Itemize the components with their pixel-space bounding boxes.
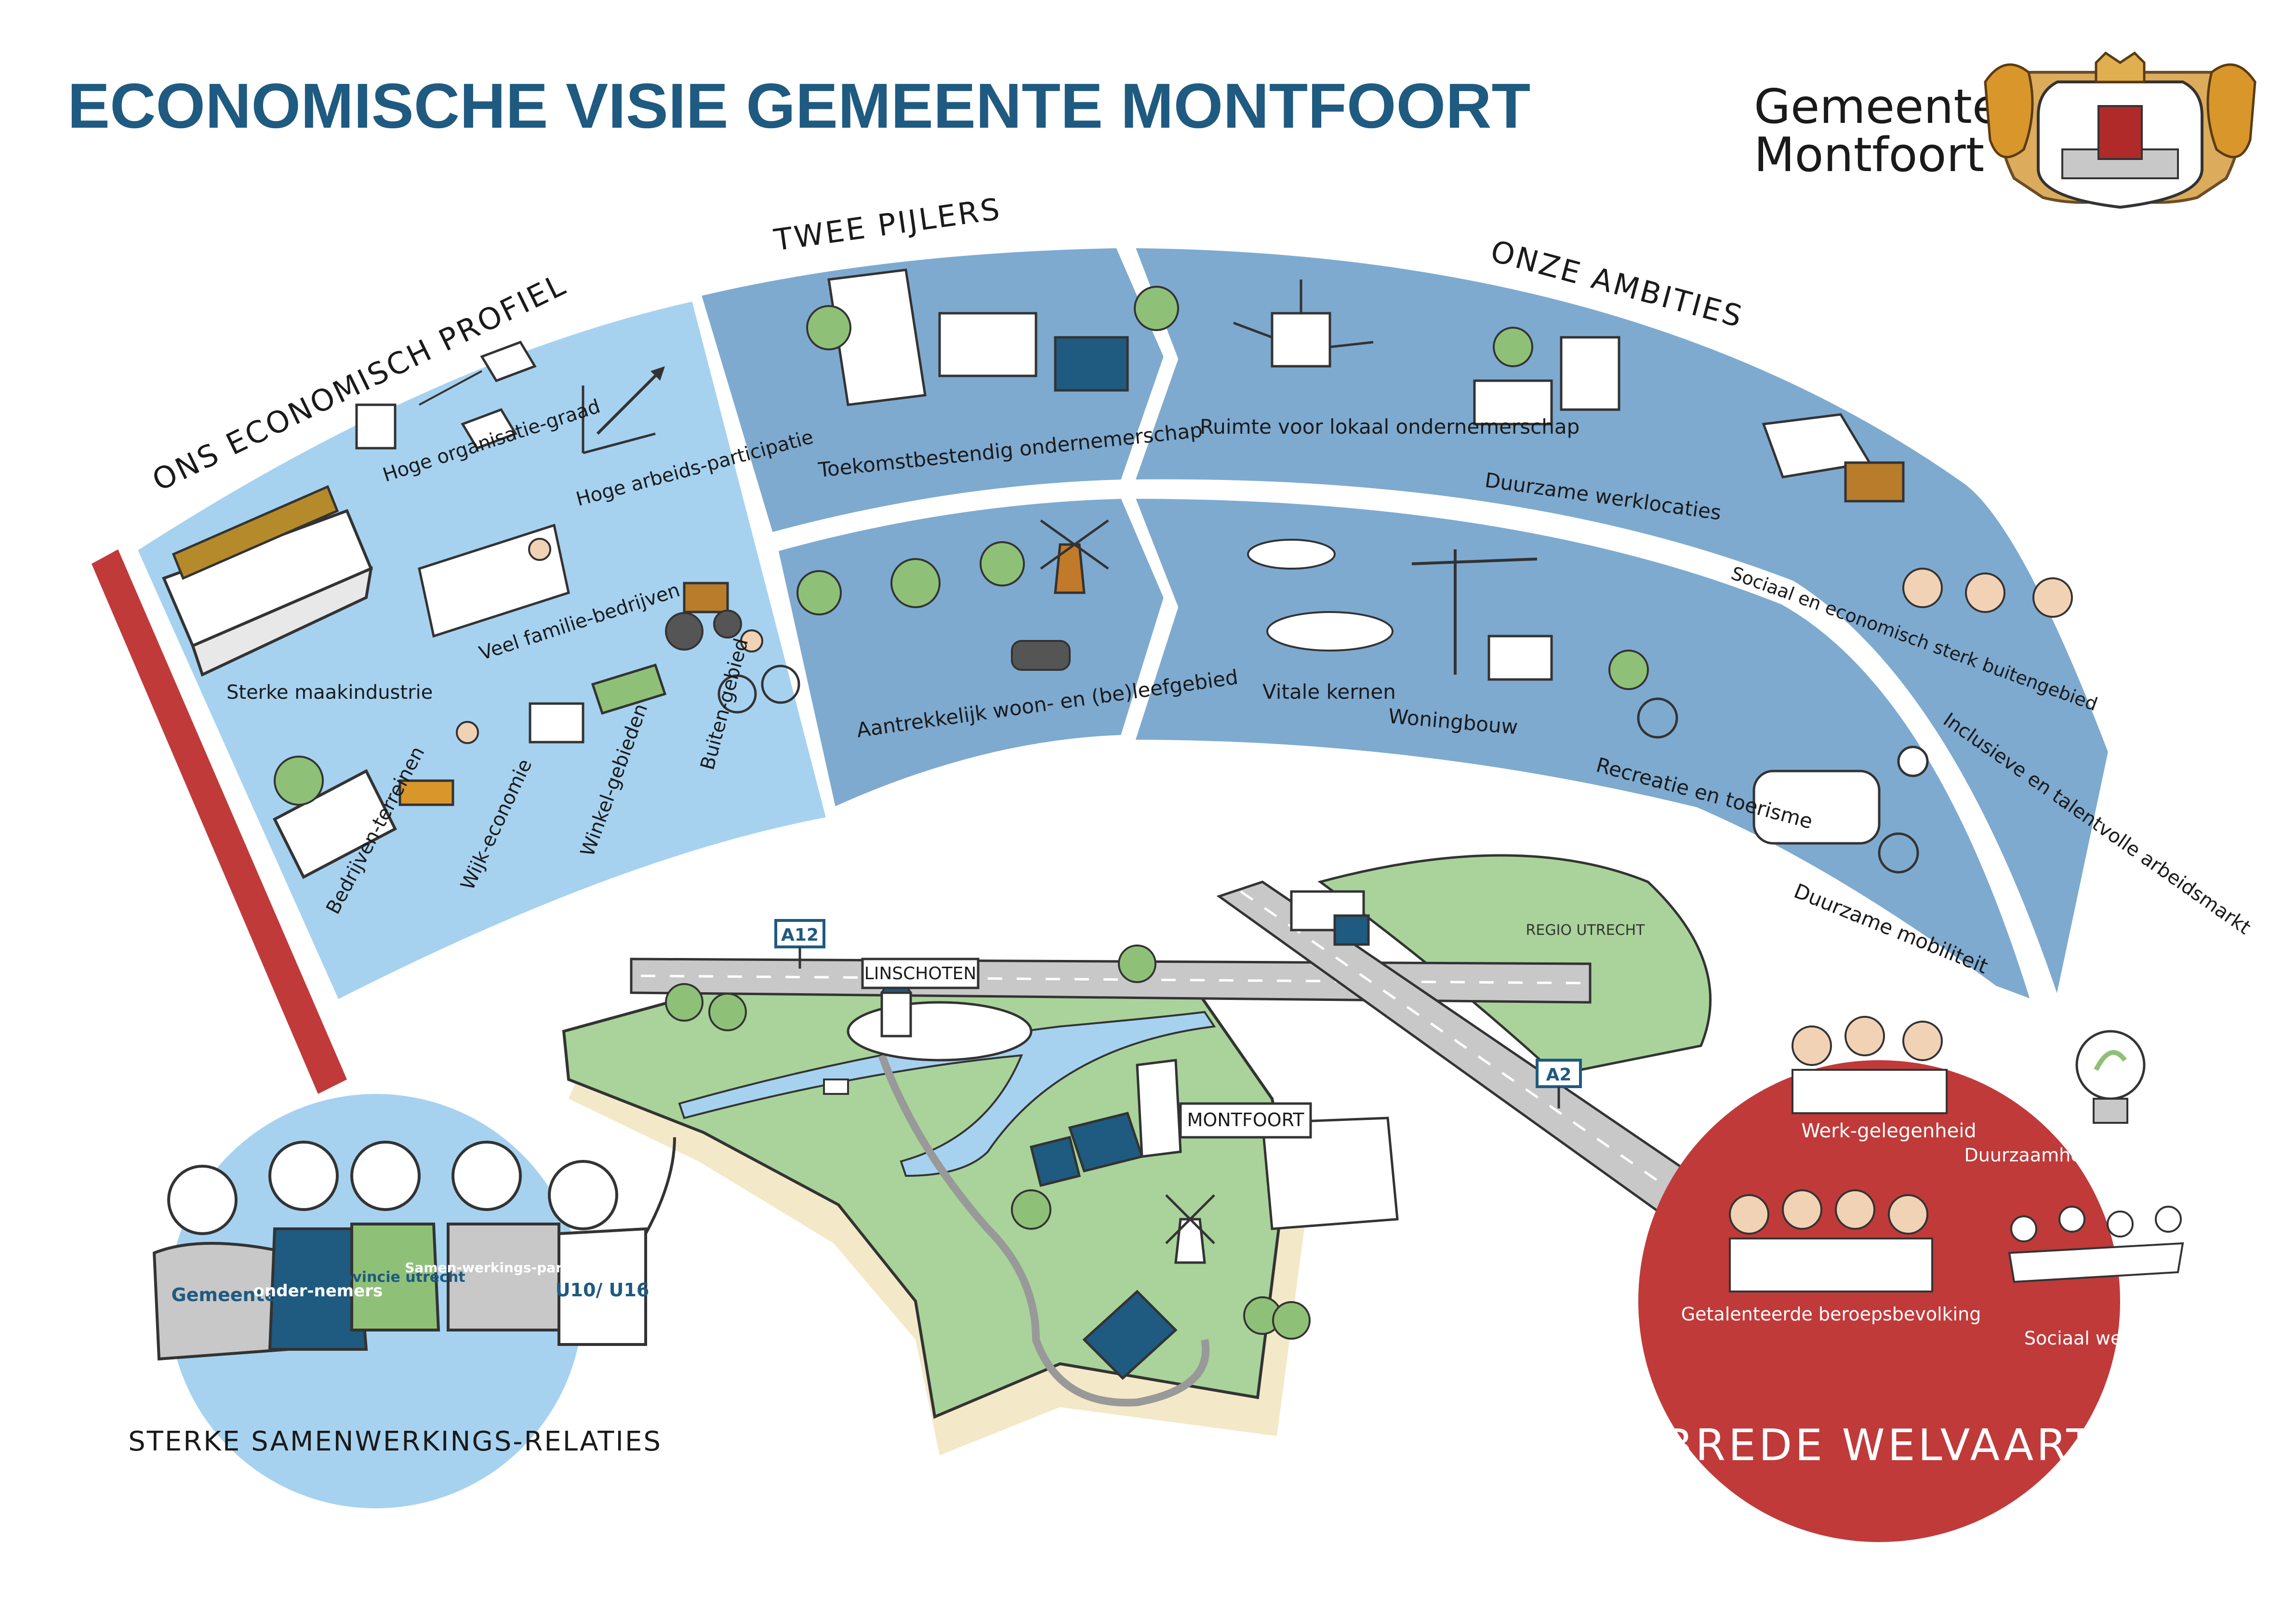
recreation-icon [1608,650,1678,739]
linschoten-village [847,967,1033,1062]
warehouse-icon [938,312,1037,377]
person-ondernemers [268,1141,368,1351]
samenwerking-person-5: U10/ U16 [556,1279,650,1301]
workers-icon [1792,1016,1948,1114]
cyclist-icon [717,629,800,714]
samenwerking-person-3: provincie utrecht [325,1269,465,1286]
windmill-icon [1040,519,1109,594]
family-icon [418,523,570,638]
network-houses-icon [419,340,537,450]
samenwerking-person-1: Gemeente [171,1284,277,1305]
sustainable-building-icon [1473,327,1620,426]
linschoten-label: LINSCHOTEN [864,964,977,984]
map-illustration [562,854,1718,1455]
profiel-item-1: Sterke maakindustrie [226,681,433,704]
ambities-top-panel [1128,243,2113,1012]
pijlers-heading: TWEE PIJLERS [771,191,1004,258]
a12-sign: A12 [774,919,825,969]
coat-of-arms-icon [1984,51,2256,209]
crane-icon [1411,549,1553,681]
people-group-icon [1902,568,2073,618]
tractor-icon [665,582,742,651]
tree-icon [1134,286,1179,331]
person-provincie [350,1141,440,1331]
professionals-icon [1729,1189,1933,1292]
people-holding-hands-icon [2008,1206,2184,1283]
ambitie-item-1: Ruimte voor lokaal ondernemerschap [1200,415,1579,439]
ambitie-item-5: Vitale kernen [1262,680,1396,704]
logo-text-line1: Gemeente [1754,80,2001,134]
office-building-icon [806,268,927,406]
samenwerking-caption: STERKE SAMENWERKINGS-RELATIES [128,1426,662,1457]
lightbulb-icon [2075,1030,2146,1124]
truck-on-highway-icon [1290,890,1370,946]
building-icon [355,403,397,450]
profiel-illustrations [161,340,800,879]
welvaart-title: BREDE WELVAART [1663,1420,2096,1471]
pijlers-illustrations [796,268,1179,671]
person-gemeente [152,1165,291,1361]
truck-icon [1054,336,1129,392]
welvaart-item-2: Duurzaamheid en innovatie [1964,1145,2218,1166]
montfoort-sign: MONTFOORT [1179,1102,1312,1139]
ambities-illustrations [1233,280,2073,874]
person-u10-u16 [548,1137,676,1346]
welvaart-illustrations [1729,1016,2184,1292]
a2-sign: A2 [1536,1059,1582,1108]
samenwerking-person-4: Samen-werkings-partners [405,1260,602,1276]
welvaart-item-4: Sociaal welzijn [2024,1328,2158,1349]
path [878,1054,1210,1407]
person-samenwerkingspartners [447,1141,560,1331]
svg-text:Sterke maakindustrie: Sterke maakindustrie [226,681,433,704]
profiel-red-bar [92,549,347,1094]
linschoten-sign: LINSCHOTEN [861,958,980,989]
a2-label: A2 [1546,1065,1572,1085]
map-trees [665,945,1311,1340]
village-icon [1247,539,1394,652]
farm-icon [1762,413,1905,503]
montfoort-town [1029,1059,1399,1380]
samenwerking-person-2: onder-nemers [253,1281,383,1301]
market-stall-icon [529,663,667,744]
toolbox-icon [161,485,373,677]
a12-label: A12 [781,925,819,945]
page-title: ECONOMISCHE VISIE GEMEENTE MONTFOORT [67,70,1530,141]
industrial-building-icon [273,756,397,879]
regio-utrecht-label: REGIO UTRECHT [1526,922,1646,939]
welvaart-item-3: Getalenteerde beroepsbevolking [1681,1304,1981,1325]
laptop-icon [398,721,479,806]
trees-icon [796,541,1025,615]
growth-chart-icon [582,366,665,454]
expand-box-icon [1233,280,1374,368]
logo-text-line2: Montfoort [1754,128,1984,183]
cow-icon [823,1078,849,1095]
welvaart-item-1: Werk-gelegenheid [1801,1120,1976,1142]
people-group [152,1137,676,1361]
car-icon [1011,640,1071,671]
welvaart-circle [1638,1060,2120,1542]
montfoort-label: MONTFOORT [1187,1109,1305,1131]
pijlers-bottom-panel [773,493,1169,813]
electric-bus-icon [1752,745,1929,874]
